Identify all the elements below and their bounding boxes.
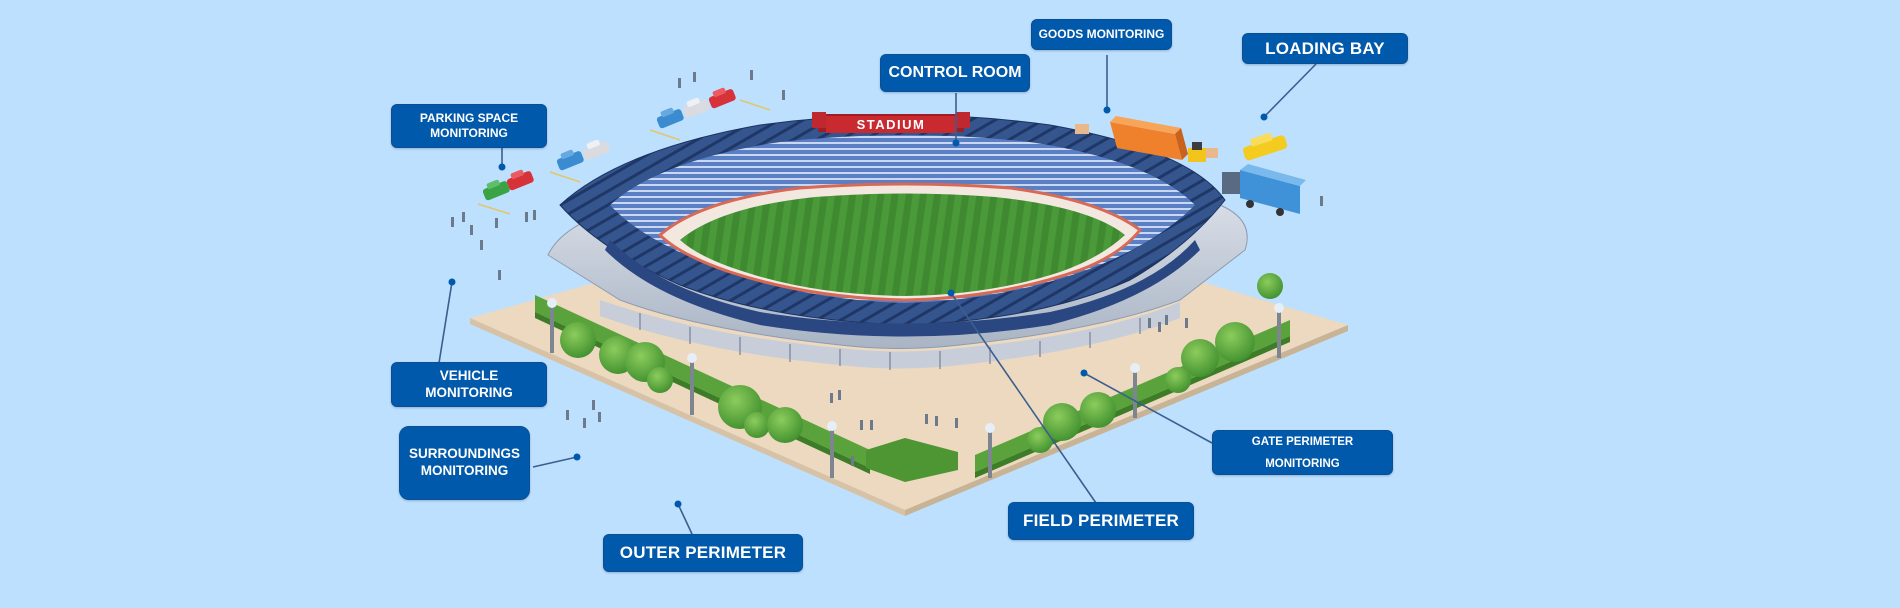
label-line: GATE PERIMETER xyxy=(1251,435,1354,448)
taxi xyxy=(1243,132,1288,161)
parking-lines xyxy=(477,99,771,215)
parking-space-monitoring-label[interactable]: PARKING SPACE MONITORING xyxy=(391,104,547,148)
cargo-truck xyxy=(1222,164,1306,216)
label-line: SURROUNDINGS xyxy=(408,446,520,462)
gate-perimeter-monitoring-label[interactable]: GATE PERIMETER MONITORING xyxy=(1212,430,1393,475)
vehicle-monitoring-label[interactable]: VEHICLE MONITORING xyxy=(391,362,547,407)
label-line: PARKING SPACE xyxy=(419,111,519,125)
forklift xyxy=(1188,142,1218,162)
label-line: CONTROL ROOM xyxy=(888,64,1022,81)
playing-field xyxy=(680,193,1125,296)
label-line: MONITORING xyxy=(420,463,509,478)
label-line: LOADING BAY xyxy=(1265,38,1385,58)
label-line: VEHICLE xyxy=(439,367,499,383)
trees-right xyxy=(1027,273,1283,453)
stadium-sign xyxy=(812,112,970,133)
label-line: MONITORING xyxy=(430,126,508,140)
surroundings-monitoring-label[interactable]: SURROUNDINGS MONITORING xyxy=(399,426,530,500)
label-line: OUTER PERIMETER xyxy=(619,543,787,563)
label-line: GOODS MONITORING xyxy=(1038,27,1165,41)
loading-bay-label[interactable]: LOADING BAY xyxy=(1242,33,1408,64)
control-room-label[interactable]: CONTROL ROOM xyxy=(880,54,1030,92)
label-line: MONITORING xyxy=(425,384,513,400)
parked-cars xyxy=(482,87,736,201)
label-line: MONITORING xyxy=(1265,457,1340,470)
hedge-front xyxy=(866,438,958,482)
svg-text:STADIUM: STADIUM xyxy=(857,117,926,132)
people xyxy=(451,70,1323,466)
trees-left xyxy=(560,322,803,443)
lamp-posts xyxy=(547,298,1284,478)
goods-container xyxy=(1075,116,1188,160)
label-line: FIELD PERIMETER xyxy=(1022,511,1179,531)
field-perimeter-label[interactable]: FIELD PERIMETER xyxy=(1008,502,1194,540)
goods-monitoring-label[interactable]: GOODS MONITORING xyxy=(1031,19,1172,50)
outer-perimeter-label[interactable]: OUTER PERIMETER xyxy=(603,534,803,572)
location-markers xyxy=(448,106,1268,508)
